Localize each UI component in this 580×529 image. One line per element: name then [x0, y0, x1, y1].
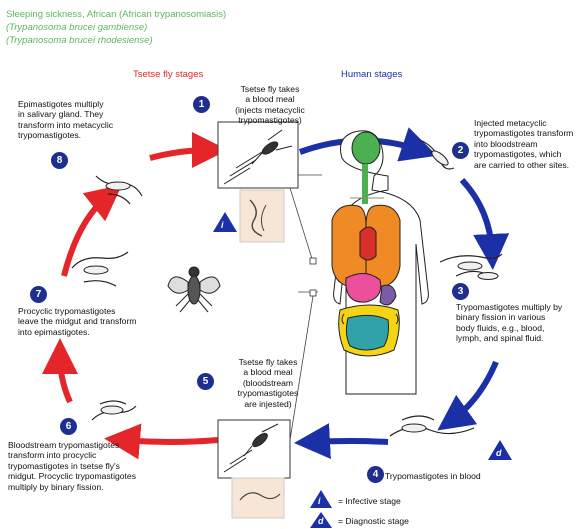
stage-8-number: 8: [51, 152, 68, 169]
stage-2-number: 2: [452, 142, 469, 159]
stage-7-number: 7: [30, 286, 47, 303]
stage4-diagnostic-letter: d: [496, 448, 502, 458]
stage1-infective-letter: i: [221, 220, 224, 230]
arrow-6-to-7: [60, 356, 70, 402]
arrow-8-to-1: [150, 150, 210, 158]
stage-6-number: 6: [60, 418, 77, 435]
arrow-2-to-3: [462, 180, 492, 252]
arrow-3-to-4: [452, 362, 496, 420]
legend-infective-icon: [310, 490, 332, 508]
arrow-7-to-8: [64, 196, 108, 276]
human-figure: [332, 131, 428, 394]
legend-diagnostic-label: = Diagnostic stage: [338, 516, 409, 526]
infective-stage-marker: [213, 212, 237, 232]
legend-infective-label: = Infective stage: [338, 496, 401, 506]
stage-1-number: 1: [193, 96, 210, 113]
stage-4-description: Trypomastigotes in blood: [385, 471, 515, 481]
tsetse-fly-illustration: [168, 267, 220, 312]
stage-3-number: 3: [452, 283, 469, 300]
stage4-parasites: [390, 416, 474, 436]
legend-diagnostic-letter: d: [318, 516, 324, 526]
legend-infective-letter: i: [318, 496, 321, 506]
stage5-trypomastigote-inset: [232, 478, 284, 518]
stage-5-number: 5: [197, 373, 214, 390]
stage-4-number: 4: [367, 466, 384, 483]
arrow-4-to-5: [312, 441, 388, 442]
